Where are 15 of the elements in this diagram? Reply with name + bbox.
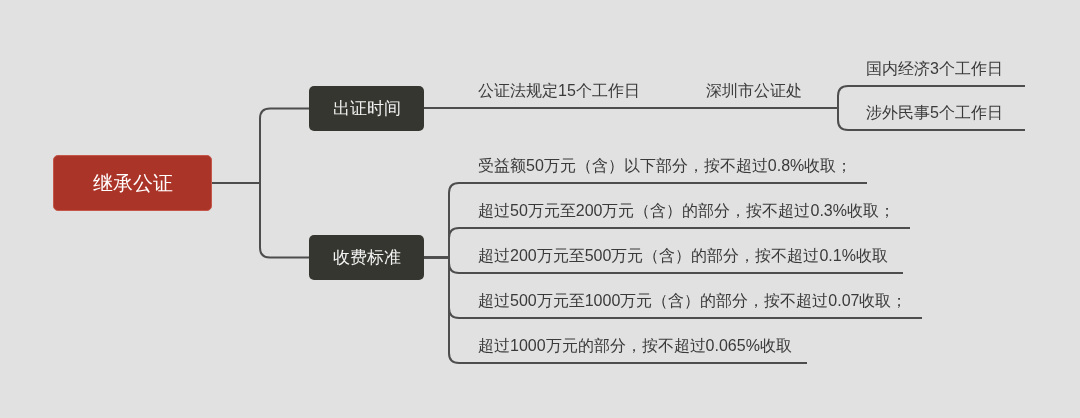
- connector-line: [679, 107, 693, 109]
- underlined-topic: 超过500万元至1000万元（含）的部分，按不超过0.07收取；: [459, 285, 923, 319]
- underlined-topic: 受益额50万元（含）以下部分，按不超过0.8%收取；: [459, 150, 868, 184]
- underlined-topic: 超过1000万元的部分，按不超过0.065%收取: [459, 330, 807, 364]
- underlined-topic: 公证法规定15个工作日: [450, 75, 680, 109]
- underlined-topic: 深圳市公证处: [692, 75, 836, 109]
- underlined-topic: 涉外民事5个工作日: [850, 97, 1025, 131]
- underlined-topic: 国内经济3个工作日: [850, 53, 1025, 87]
- topic-box: 收费标准: [309, 235, 424, 280]
- topic-box: 出证时间: [309, 86, 424, 131]
- underlined-topic: 超过200万元至500万元（含）的部分，按不超过0.1%收取: [459, 240, 903, 274]
- connector-line: [211, 182, 310, 259]
- root-topic-box: 继承公证: [53, 155, 212, 211]
- connector-line: [423, 107, 451, 109]
- underlined-topic: 超过50万元至200万元（含）的部分，按不超过0.3%收取；: [459, 195, 910, 229]
